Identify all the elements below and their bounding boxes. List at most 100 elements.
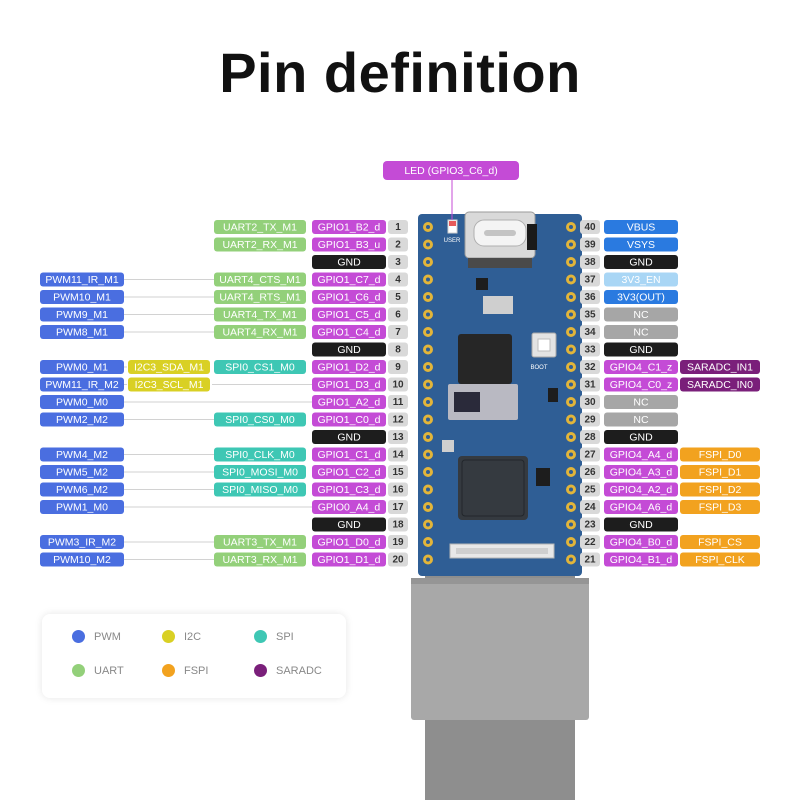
pin-number-2-text: 2 [395,240,401,251]
saradc-label-text: SARADC_IN1 [687,362,753,374]
gpio-label: GPIO1_D1_d [312,552,386,567]
pwm-label-text: PWM5_M2 [56,467,108,479]
pwm-label-text: PWM9_M1 [56,309,108,321]
boot-label: BOOT [530,365,547,371]
pin-pad-left-8 [423,344,433,355]
pin-number-12: 12 [388,412,408,427]
gnd-label: GND [604,342,678,357]
pin-number-9-text: 9 [395,362,401,373]
fspi-label: FSPI_D3 [680,500,760,514]
pin-number-27-text: 27 [584,450,596,461]
pin-pad-right-29 [566,414,576,425]
gpio-label: GPIO4_B1_d [604,552,678,567]
pwm-label-text: PWM0_M1 [56,362,108,374]
pin-number-40: 40 [580,220,600,234]
saradc-label: SARADC_IN1 [680,360,760,374]
pwm-label: PWM5_M2 [40,465,124,479]
user-label: USER [444,238,461,244]
pin-number-30-text: 30 [584,397,596,408]
gnd-label-text: GND [629,344,653,356]
pin-number-21: 21 [580,552,600,567]
gpio-label-text: GPIO1_D0_d [317,537,380,549]
gpio-label-text: GPIO1_C1_d [317,449,380,461]
power-label-text: VBUS [627,222,656,234]
fspi-label: FSPI_D1 [680,465,760,479]
power-label: VSYS [604,237,678,252]
pwm-label-text: PWM1_M0 [56,502,108,514]
pin-number-39-text: 39 [584,240,596,251]
fspi-label: FSPI_D2 [680,482,760,497]
legend-label: FSPI [184,664,209,677]
pin-number-16-text: 16 [392,485,404,496]
spi-label: SPI0_CS0_M0 [214,412,306,427]
pin-pad-right-36 [566,292,576,302]
pin-pad-left-11 [423,397,433,407]
pin-number-37: 37 [580,272,600,287]
gpio-label: GPIO1_C6_d [312,290,386,304]
pin-number-17-text: 17 [392,502,404,513]
uart-label-text: UART4_RX_M1 [222,327,297,339]
gnd-label-text: GND [337,432,361,444]
pin-pad-right-28 [566,432,576,442]
uart-label: UART4_CTS_M1 [214,272,306,287]
pin-number-29: 29 [580,412,600,427]
pin-number-18-text: 18 [392,520,404,531]
gpio-label-text: GPIO1_C4_d [317,327,380,339]
pwm-label: PWM3_IR_M2 [40,535,124,549]
uart-label-text: UART2_TX_M1 [223,222,297,234]
spi-label: SPI0_MOSI_M0 [214,465,306,479]
pins-layer: 1GPIO1_B2_dUART2_TX_M12GPIO1_B3_uUART2_R… [40,161,760,567]
pwm-label: PWM2_M2 [40,412,124,427]
pin-pad-left-14 [423,449,433,460]
pin-pad-right-35 [566,309,576,320]
pin-number-26-text: 26 [584,467,596,478]
pin-number-4-text: 4 [395,275,401,286]
gpio-label: GPIO1_B2_d [312,220,386,234]
main-chip [458,334,512,384]
gnd-label: GND [604,517,678,532]
pin-pad-left-3 [423,257,433,267]
pin-number-38-text: 38 [584,257,596,268]
pin-number-5-text: 5 [395,292,401,303]
gpio-label-text: GPIO4_C1_z [610,362,672,374]
pwm-label: PWM10_M1 [40,290,124,304]
pin-number-36: 36 [580,290,600,304]
gpio-label-text: GPIO4_A6_d [610,502,673,514]
gpio-label-text: GPIO4_A3_d [610,467,673,479]
uart-label: UART2_TX_M1 [214,220,306,234]
gpio-label-text: GPIO4_B0_d [610,537,673,549]
pin-pad-left-15 [423,467,433,477]
legend-item-pwm: PWM [72,630,121,643]
pin-number-32-text: 32 [584,362,596,373]
cable-connector [411,576,589,800]
pin-pad-left-13 [423,432,433,442]
page-title: Pin definition [219,41,581,104]
pwm-label: PWM11_IR_M2 [40,377,124,392]
gpio-label: GPIO4_A4_d [604,447,678,462]
uart-label: UART3_RX_M1 [214,552,306,567]
gpio-label: GPIO1_D0_d [312,535,386,549]
uart-label: UART4_RTS_M1 [214,290,306,304]
uart-label: UART3_TX_M1 [214,535,306,549]
pin-pad-right-26 [566,467,576,477]
pin-number-32: 32 [580,360,600,374]
pin-number-35: 35 [580,307,600,322]
fspi-label-text: FSPI_D1 [699,467,742,479]
nc-label-text: NC [633,327,649,339]
spi-label: SPI0_CLK_M0 [214,447,306,462]
pin-number-20-text: 20 [392,555,404,566]
legend-dot [254,630,267,643]
pin-number-3-text: 3 [395,257,401,268]
fspi-label: FSPI_CLK [680,552,760,567]
pin-number-38: 38 [580,255,600,269]
pin-number-28-text: 28 [584,432,596,443]
nc-label: NC [604,325,678,339]
pin-number-9: 9 [388,360,408,374]
pin-pad-right-37 [566,274,576,285]
gpio-label-text: GPIO1_C6_d [317,292,380,304]
pwm-label-text: PWM10_M1 [53,292,111,304]
legend-dot [72,630,85,643]
legend-item-uart: UART [72,664,124,677]
gpio-label: GPIO1_C1_d [312,447,386,462]
led-label-text: LED (GPIO3_C6_d) [404,165,497,177]
